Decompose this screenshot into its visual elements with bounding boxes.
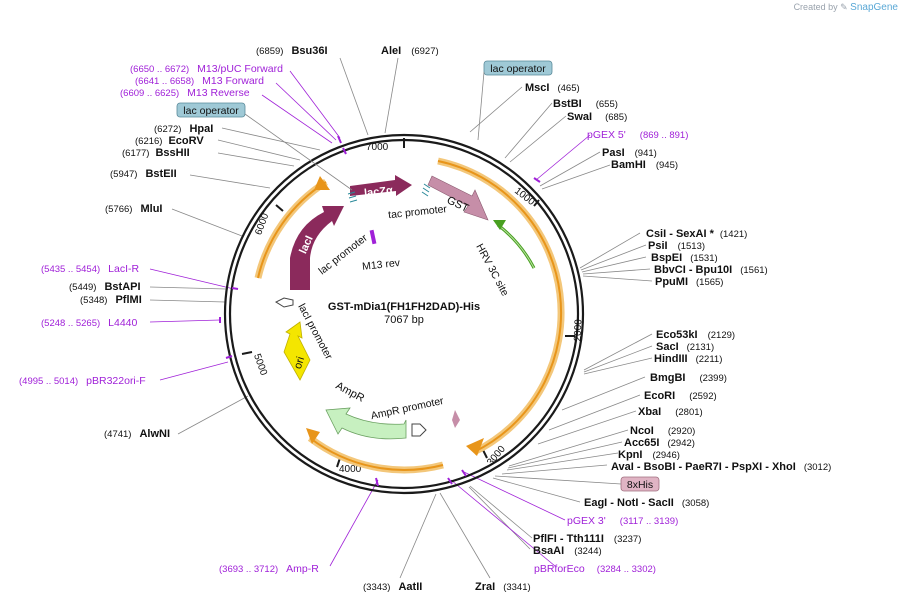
enzyme-label: EcoRI(2592) (644, 390, 717, 402)
m13-rev-label: M13 rev (362, 257, 402, 273)
enzyme-label: EagI - NotI - SacII(3058) (584, 497, 709, 509)
insert-arc-arrowhead (466, 438, 484, 456)
enzyme-label: PasI(941) (602, 147, 657, 159)
enzyme-label: ZraI(3341) (475, 581, 531, 593)
tick-label-7000: 7000 (366, 142, 389, 153)
enzyme-label: NcoI(2920) (630, 425, 695, 437)
left-arc-arrowhead (314, 176, 330, 190)
enzyme-label: (6272)HpaI (154, 123, 213, 135)
primer-ring-markers (219, 135, 541, 487)
enzyme-label: BspEI(1531) (651, 252, 718, 264)
hrv-arc (497, 223, 536, 269)
his-tag-label: 8xHis (627, 479, 653, 491)
snapgene-logo-icon: ✎ (840, 2, 848, 12)
primer-label: (4995 .. 5014)pBR322ori-F (19, 375, 146, 387)
lacza-label: lacZα (364, 185, 394, 200)
right-enzyme-labels: MscI(465) BstBI(655) SwaI(685) PasI(941)… (475, 82, 831, 593)
primer-label: (6650 .. 6672)M13/pUC Forward (130, 63, 283, 75)
lacza-arrow (350, 175, 412, 196)
m13-rev-marker (369, 229, 377, 245)
enzyme-label: (5449)BstAPI (69, 281, 141, 293)
primer-label: (6641 .. 6658)M13 Forward (135, 75, 264, 87)
ori-arrow (283, 321, 311, 381)
primer-label: (3693 .. 3712)Amp-R (219, 563, 319, 575)
snapgene-credit: Created by ✎ SnapGene (794, 2, 898, 13)
label-connector-lines (149, 57, 653, 579)
credit-prefix: Created by (793, 2, 838, 12)
operator-glyphs (347, 183, 431, 203)
his-tag-box: 8xHis (620, 476, 660, 492)
enzyme-label: Eco53kI(2129) (656, 329, 735, 341)
tac-promoter-label: tac promoter (388, 203, 448, 221)
enzyme-label: MscI(465) (525, 82, 580, 94)
primer-labels: (6650 .. 6672)M13/pUC Forward (6641 .. 6… (19, 63, 688, 575)
enzyme-label: (6216)EcoRV (135, 135, 204, 147)
plasmid-name: GST-mDia1(FH1FH2DAD)-His (328, 301, 480, 313)
laci-promoter-arrow (274, 297, 294, 308)
gst-arrow (427, 175, 489, 221)
hrv-arrowhead (493, 220, 506, 230)
lac-operator-box-top: lac operator (483, 60, 553, 76)
lac-operator-label-left: lac operator (183, 105, 239, 117)
enzyme-label: AvaI - BsoBI - PaeR7I - PspXI - XhoI(301… (611, 461, 831, 473)
lac-operator-box-left: lac operator (176, 102, 246, 118)
enzyme-label: (5348)PflMI (80, 294, 142, 306)
lac-operator-top-connector (477, 71, 485, 141)
enzyme-label: PsiI(1513) (648, 240, 705, 252)
primer-label: (6609 .. 6625)M13 Reverse (120, 87, 250, 99)
primer-label: pGEX 3'(3117 .. 3139) (567, 515, 678, 527)
enzyme-label: SwaI(685) (567, 111, 627, 123)
primer-label: (5248 .. 5265)L4440 (41, 317, 138, 329)
left-enzyme-labels: AleI(6927) (6859)Bsu36I (6272)HpaI (6216… (69, 45, 439, 593)
enzyme-label: PpuMI(1565) (655, 276, 723, 288)
tick-label-4000: 4000 (339, 464, 362, 475)
ampr-marker (452, 410, 460, 428)
enzyme-label: BstBI(655) (553, 98, 618, 110)
ampr-promoter-label: AmpR promoter (370, 395, 445, 422)
enzyme-label: (6859)Bsu36I (256, 45, 328, 57)
primer-label: pGEX 5'(869 .. 891) (587, 129, 688, 141)
credit-brand: SnapGene (850, 2, 898, 13)
enzyme-label: (4741)AlwNI (104, 428, 170, 440)
enzyme-label: BamHI(945) (611, 159, 678, 171)
hrv-3c-site-label: HRV 3C site (473, 242, 511, 299)
bottom-arc-arrowhead (306, 428, 320, 444)
lac-operator-left-connector (244, 113, 353, 191)
enzyme-label: SacI(2131) (656, 341, 714, 353)
tick-label-5000: 5000 (251, 352, 269, 377)
enzyme-label: XbaI(2801) (638, 406, 703, 418)
enzyme-label: BmgBI(2399) (650, 372, 727, 384)
backbone-outer-ring (223, 133, 585, 495)
primer-label: pBRforEco(3284 .. 3302) (534, 563, 656, 575)
enzyme-label: PflFI - Tth111I(3237) (533, 533, 641, 545)
ampr-label: AmpR (334, 380, 367, 405)
enzyme-label: HindIII(2211) (654, 353, 722, 365)
primer-connector-lines (149, 70, 591, 567)
enzyme-label: BsaAI(3244) (533, 545, 602, 557)
lac-operator-label-top: lac operator (490, 63, 546, 75)
tick-label-2000: 2000 (573, 319, 585, 342)
tick-label-6000: 6000 (253, 212, 271, 237)
enzyme-label: AleI(6927) (381, 45, 439, 57)
enzyme-label: (6177)BssHII (122, 147, 190, 159)
his-tag-connector (494, 475, 622, 485)
enzyme-label: (3343)AatII (363, 581, 422, 593)
enzyme-label: CsiI - SexAI *(1421) (646, 228, 747, 240)
bottom-arc (307, 435, 444, 474)
ori-label: ori (292, 355, 307, 370)
laci-arrow (290, 206, 344, 290)
enzyme-label: KpnI(2946) (618, 449, 680, 461)
ampr-arrow (325, 407, 407, 440)
enzyme-label: BbvCI - Bpu10I(1561) (654, 264, 768, 276)
enzyme-label: (5766)MluI (105, 203, 162, 215)
primer-label: (5435 .. 5454)LacI-R (41, 263, 139, 275)
enzyme-label: Acc65I(2942) (624, 437, 695, 449)
ampr-promoter-arrow (411, 423, 427, 437)
enzyme-label: (5947)BstEII (110, 168, 177, 180)
plasmid-size: 7067 bp (384, 314, 424, 326)
